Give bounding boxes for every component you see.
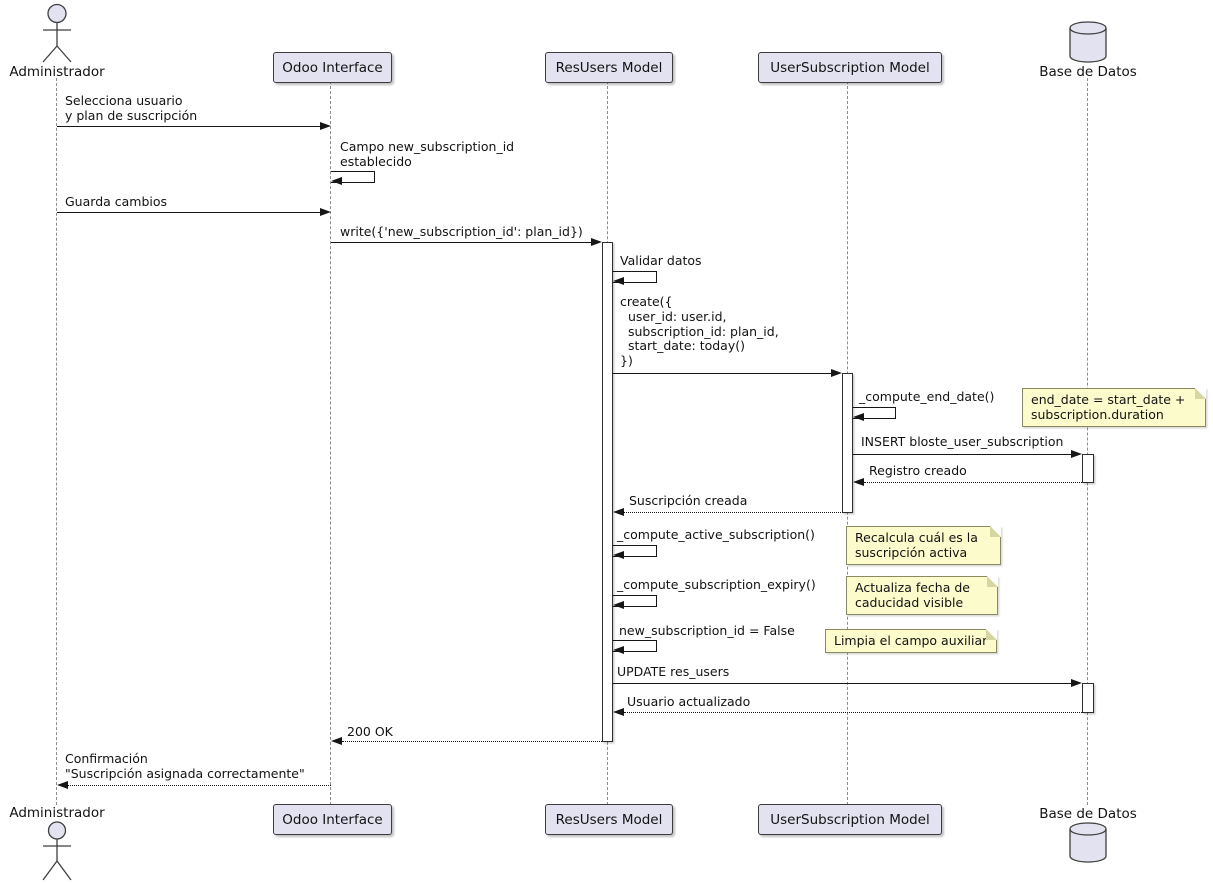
- arrowhead: [1071, 679, 1082, 687]
- message-line-return: [864, 482, 1082, 483]
- arrowhead: [853, 413, 864, 421]
- participant-box-resusers-model-top: ResUsers Model: [545, 52, 673, 83]
- lifeline-base-de-datos: [1087, 78, 1088, 805]
- note: Limpia el campo auxiliar: [825, 629, 997, 653]
- note: Actualiza fecha de caducidad visible: [846, 576, 998, 615]
- database-icon: [1068, 821, 1108, 868]
- participant-box-resusers-model-bottom: ResUsers Model: [545, 804, 673, 835]
- actor-icon: [35, 2, 79, 68]
- self-message-loop: [853, 407, 896, 419]
- arrowhead: [613, 601, 624, 609]
- message-line-return: [342, 741, 602, 742]
- self-message-loop: [613, 595, 657, 607]
- message-label: Usuario actualizado: [627, 694, 751, 709]
- note: end_date = start_date + subscription.dur…: [1022, 388, 1206, 427]
- activation-resusers: [602, 242, 613, 742]
- message-label: Suscripción creada: [629, 493, 748, 508]
- self-message-loop: [613, 545, 657, 557]
- message-line-return: [624, 512, 843, 513]
- message-label: _compute_subscription_expiry(): [617, 577, 816, 592]
- arrowhead: [320, 122, 331, 130]
- arrowhead: [613, 277, 624, 285]
- message-label: Campo new_subscription_id establecido: [340, 139, 515, 169]
- arrowhead: [1071, 450, 1082, 458]
- participant-label-administrador-top: Administrador: [9, 64, 105, 80]
- arrowhead: [613, 551, 624, 559]
- message-line: [613, 373, 832, 374]
- message-line: [57, 212, 321, 213]
- participant-box-usersubscription-model-bottom: UserSubscription Model: [758, 804, 942, 835]
- message-label: Confirmación "Suscripción asignada corre…: [65, 751, 305, 781]
- message-line: [57, 126, 321, 127]
- message-label: write({'new_subscription_id': plan_id}): [340, 224, 583, 239]
- arrowhead: [853, 478, 864, 486]
- participant-label-base-de-datos-bottom: Base de Datos: [1039, 806, 1137, 822]
- message-label: _compute_active_subscription(): [617, 527, 815, 542]
- participant-box-odoo-interface-top: Odoo Interface: [273, 52, 392, 83]
- lifeline-odoo-interface: [330, 81, 331, 805]
- message-line: [613, 683, 1072, 684]
- activation-database-insert: [1082, 454, 1094, 483]
- participant-label-administrador-bottom: Administrador: [9, 805, 105, 821]
- participant-label-base-de-datos-top: Base de Datos: [1039, 64, 1137, 80]
- message-label: Selecciona usuario y plan de suscripción: [65, 93, 198, 123]
- self-message-loop: [613, 640, 657, 652]
- arrowhead: [320, 208, 331, 216]
- participant-box-usersubscription-model-top: UserSubscription Model: [758, 52, 942, 83]
- message-label: _compute_end_date(): [859, 389, 995, 404]
- message-label: INSERT bloste_user_subscription: [861, 434, 1064, 449]
- arrowhead: [613, 508, 624, 516]
- participant-box-odoo-interface-bottom: Odoo Interface: [273, 804, 392, 835]
- message-label: 200 OK: [347, 724, 393, 739]
- lifeline-administrador: [56, 78, 57, 805]
- self-message-loop: [331, 171, 375, 183]
- database-icon: [1068, 20, 1108, 68]
- arrowhead: [57, 781, 68, 789]
- message-label: new_subscription_id = False: [619, 623, 795, 638]
- arrowhead: [591, 238, 602, 246]
- actor-icon: [35, 820, 79, 884]
- arrowhead: [613, 708, 624, 716]
- activation-usersubscription: [842, 373, 853, 513]
- message-line: [853, 454, 1072, 455]
- message-label: UPDATE res_users: [617, 664, 730, 679]
- message-label: Registro creado: [869, 463, 967, 478]
- message-label: Guarda cambios: [65, 194, 168, 209]
- arrowhead: [331, 177, 342, 185]
- message-label: Validar datos: [620, 253, 702, 268]
- message-label: create({ user_id: user.id, subscription_…: [620, 294, 779, 369]
- note: Recalcula cuál es la suscripción activa: [846, 526, 1001, 565]
- arrowhead: [613, 646, 624, 654]
- message-line-return: [624, 712, 1082, 713]
- message-line: [331, 242, 592, 243]
- message-line-return: [68, 785, 331, 786]
- arrowhead: [331, 737, 342, 745]
- activation-database-update: [1082, 683, 1094, 713]
- self-message-loop: [613, 271, 657, 283]
- arrowhead: [831, 369, 842, 377]
